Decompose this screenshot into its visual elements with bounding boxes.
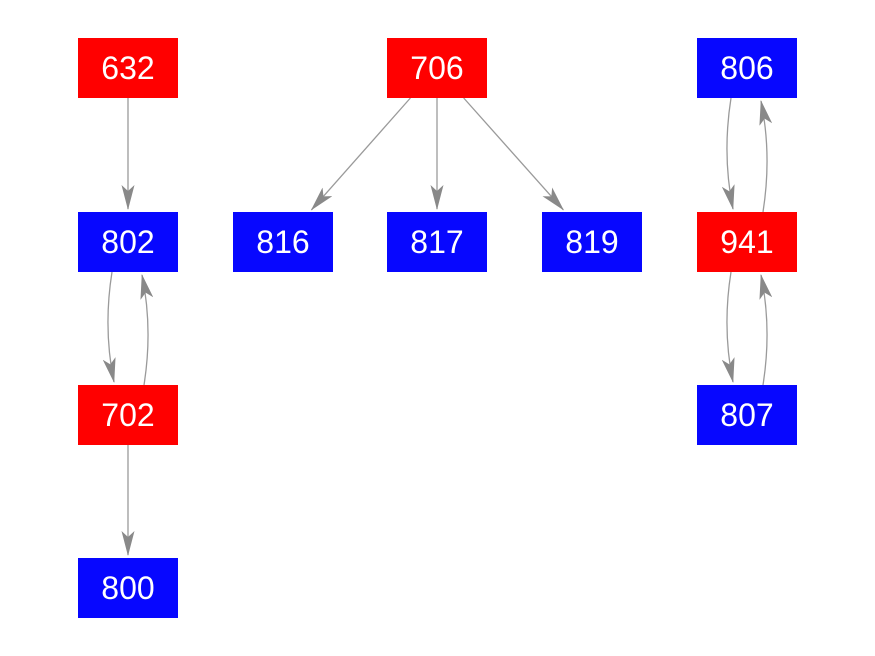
node-label: 941 <box>720 224 774 260</box>
graph-node-632[interactable]: 632 <box>78 38 178 98</box>
edge-802-to-702 <box>102 271 116 383</box>
edge-706-to-816 <box>310 97 411 211</box>
graph-node-800[interactable]: 800 <box>78 558 178 618</box>
node-label: 807 <box>720 397 774 433</box>
graph-node-819[interactable]: 819 <box>542 212 642 272</box>
node-label: 819 <box>565 224 619 260</box>
node-label: 817 <box>410 224 464 260</box>
edge-941-to-807 <box>721 271 735 383</box>
edge-806-to-941 <box>721 97 735 210</box>
graph-node-706[interactable]: 706 <box>387 38 487 98</box>
edge-702-to-802 <box>140 274 154 386</box>
node-label: 816 <box>256 224 310 260</box>
node-label: 632 <box>101 50 155 86</box>
graph-node-817[interactable]: 817 <box>387 212 487 272</box>
node-label: 706 <box>410 50 464 86</box>
graph-node-802[interactable]: 802 <box>78 212 178 272</box>
edge-706-to-819 <box>463 97 564 211</box>
graph-node-702[interactable]: 702 <box>78 385 178 445</box>
graph-node-807[interactable]: 807 <box>697 385 797 445</box>
edge-941-to-806 <box>759 100 773 213</box>
graph-node-941[interactable]: 941 <box>697 212 797 272</box>
node-label: 800 <box>101 570 155 606</box>
edge-807-to-941 <box>759 274 773 386</box>
graph-node-816[interactable]: 816 <box>233 212 333 272</box>
node-label: 802 <box>101 224 155 260</box>
node-label: 702 <box>101 397 155 433</box>
node-label: 806 <box>720 50 774 86</box>
graph-node-806[interactable]: 806 <box>697 38 797 98</box>
